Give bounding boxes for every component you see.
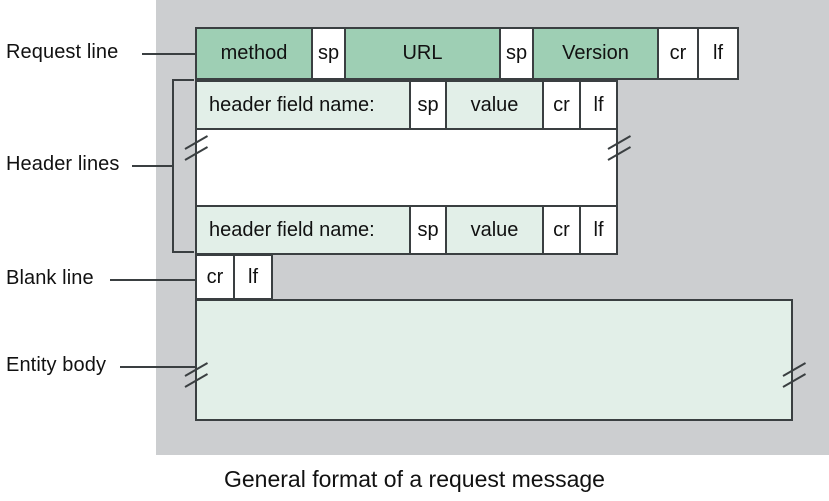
cell-label: Version <box>562 42 629 64</box>
cell-label: cr <box>553 93 570 116</box>
request-line-cell-lf: lf <box>697 27 739 80</box>
break-mark-icon-body-left <box>184 362 211 393</box>
label-entity-body: Entity body <box>6 354 107 376</box>
header-line-1-cell-value: value <box>445 80 544 130</box>
label-request-line: Request line <box>6 41 119 63</box>
request-line-cell-method: method <box>195 27 313 80</box>
header-line-2-cell-value: value <box>445 205 544 255</box>
header-line-2-cell-cr: cr <box>542 205 581 255</box>
label-header-lines: Header lines <box>6 153 120 175</box>
leader-line-request-line <box>142 53 197 55</box>
cell-label: lf <box>593 218 604 241</box>
header-line-1-cell-lf: lf <box>579 80 618 130</box>
cell-label: sp <box>505 42 528 64</box>
header-lines-continuation-gap <box>195 128 618 207</box>
cell-label: sp <box>417 93 439 116</box>
cell-label: sp <box>417 218 439 241</box>
cell-label: URL <box>402 42 443 64</box>
cell-label: lf <box>593 93 604 116</box>
header-line-2-cell-field-name: header field name: <box>195 205 411 255</box>
leader-line-blank-line <box>110 279 197 281</box>
request-line-cell-url: URL <box>344 27 501 80</box>
cell-label: lf <box>248 265 258 288</box>
figure-caption: General format of a request message <box>224 466 605 492</box>
header-line-1-cell-cr: cr <box>542 80 581 130</box>
header-line-1-cell-sp: sp <box>409 80 447 130</box>
header-line-1-cell-field-name: header field name: <box>195 80 411 130</box>
entity-body-box <box>195 299 793 421</box>
break-mark-icon-body-right <box>782 362 809 393</box>
cell-label: cr <box>669 42 687 64</box>
label-blank-line: Blank line <box>6 267 94 289</box>
header-lines-bracket <box>172 79 194 253</box>
cell-label: value <box>470 93 519 116</box>
leader-line-header-lines <box>132 165 174 167</box>
request-line-cell-version: Version <box>532 27 659 80</box>
cell-label: sp <box>317 42 340 64</box>
blank-line-cell-lf: lf <box>233 254 273 300</box>
request-line-cell-cr: cr <box>657 27 699 80</box>
cell-label: cr <box>553 218 570 241</box>
request-line-cell-sp-1: sp <box>311 27 346 80</box>
request-line-cell-sp-2: sp <box>499 27 534 80</box>
header-line-2-cell-lf: lf <box>579 205 618 255</box>
blank-line-cell-cr: cr <box>195 254 235 300</box>
break-mark-icon-header-right <box>607 135 634 166</box>
cell-label: cr <box>206 265 224 288</box>
cell-label: header field name: <box>209 218 375 241</box>
leader-line-entity-body <box>120 366 197 368</box>
cell-label: value <box>470 218 519 241</box>
header-line-2-cell-sp: sp <box>409 205 447 255</box>
cell-label: header field name: <box>209 93 375 116</box>
cell-label: lf <box>713 42 723 64</box>
cell-label: method <box>220 42 288 64</box>
